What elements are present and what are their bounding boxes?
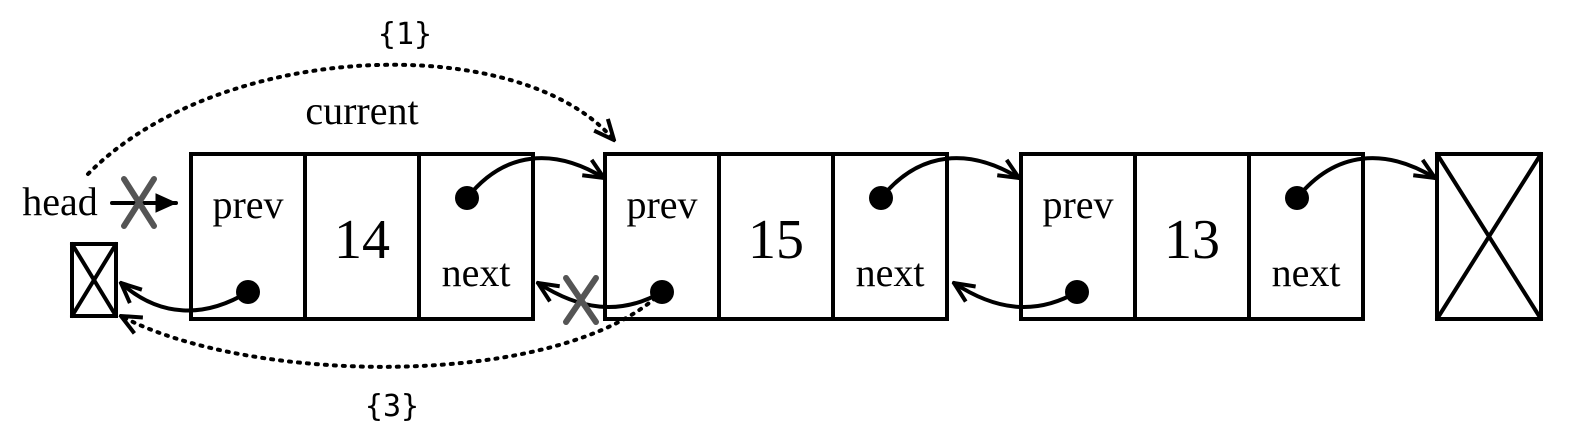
current-label: current [305,88,418,133]
next-pointer-arrow [879,156,1019,200]
value-cell [1133,152,1251,321]
prev-pointer-arrow [538,283,664,310]
prev-label: prev [626,182,697,227]
next-label: next [856,250,925,295]
prev-pointer-arrow [121,283,250,313]
new-prev-link-arrow [121,290,664,369]
prev-label: prev [212,182,283,227]
step-1-label: {1} [378,17,432,52]
node-value: 15 [748,209,804,271]
next-cell [1247,152,1365,321]
next-label: next [1272,250,1341,295]
next-cell [831,152,949,321]
node-value: 14 [334,209,390,271]
head-label: head [22,179,98,224]
null-terminator-right-icon [1435,152,1543,321]
value-cell [717,152,835,321]
node-value: 13 [1164,209,1220,271]
next-pointer-arrow [465,156,604,200]
next-pointer-arrow [1295,156,1435,200]
prev-pointer-arrow [954,283,1079,310]
new-head-link-arrow [86,62,614,176]
next-label: next [442,250,511,295]
removed-head-link-cross-icon [121,176,157,229]
prev-label: prev [1042,182,1113,227]
null-terminator-left-icon [70,242,118,318]
head-pointer [110,176,178,229]
value-cell [303,152,421,321]
list-node: prev 15 next [603,152,949,321]
removed-prev-link-cross-icon [563,275,599,325]
next-cell [417,152,535,321]
step-3-label: {3} [365,389,419,424]
